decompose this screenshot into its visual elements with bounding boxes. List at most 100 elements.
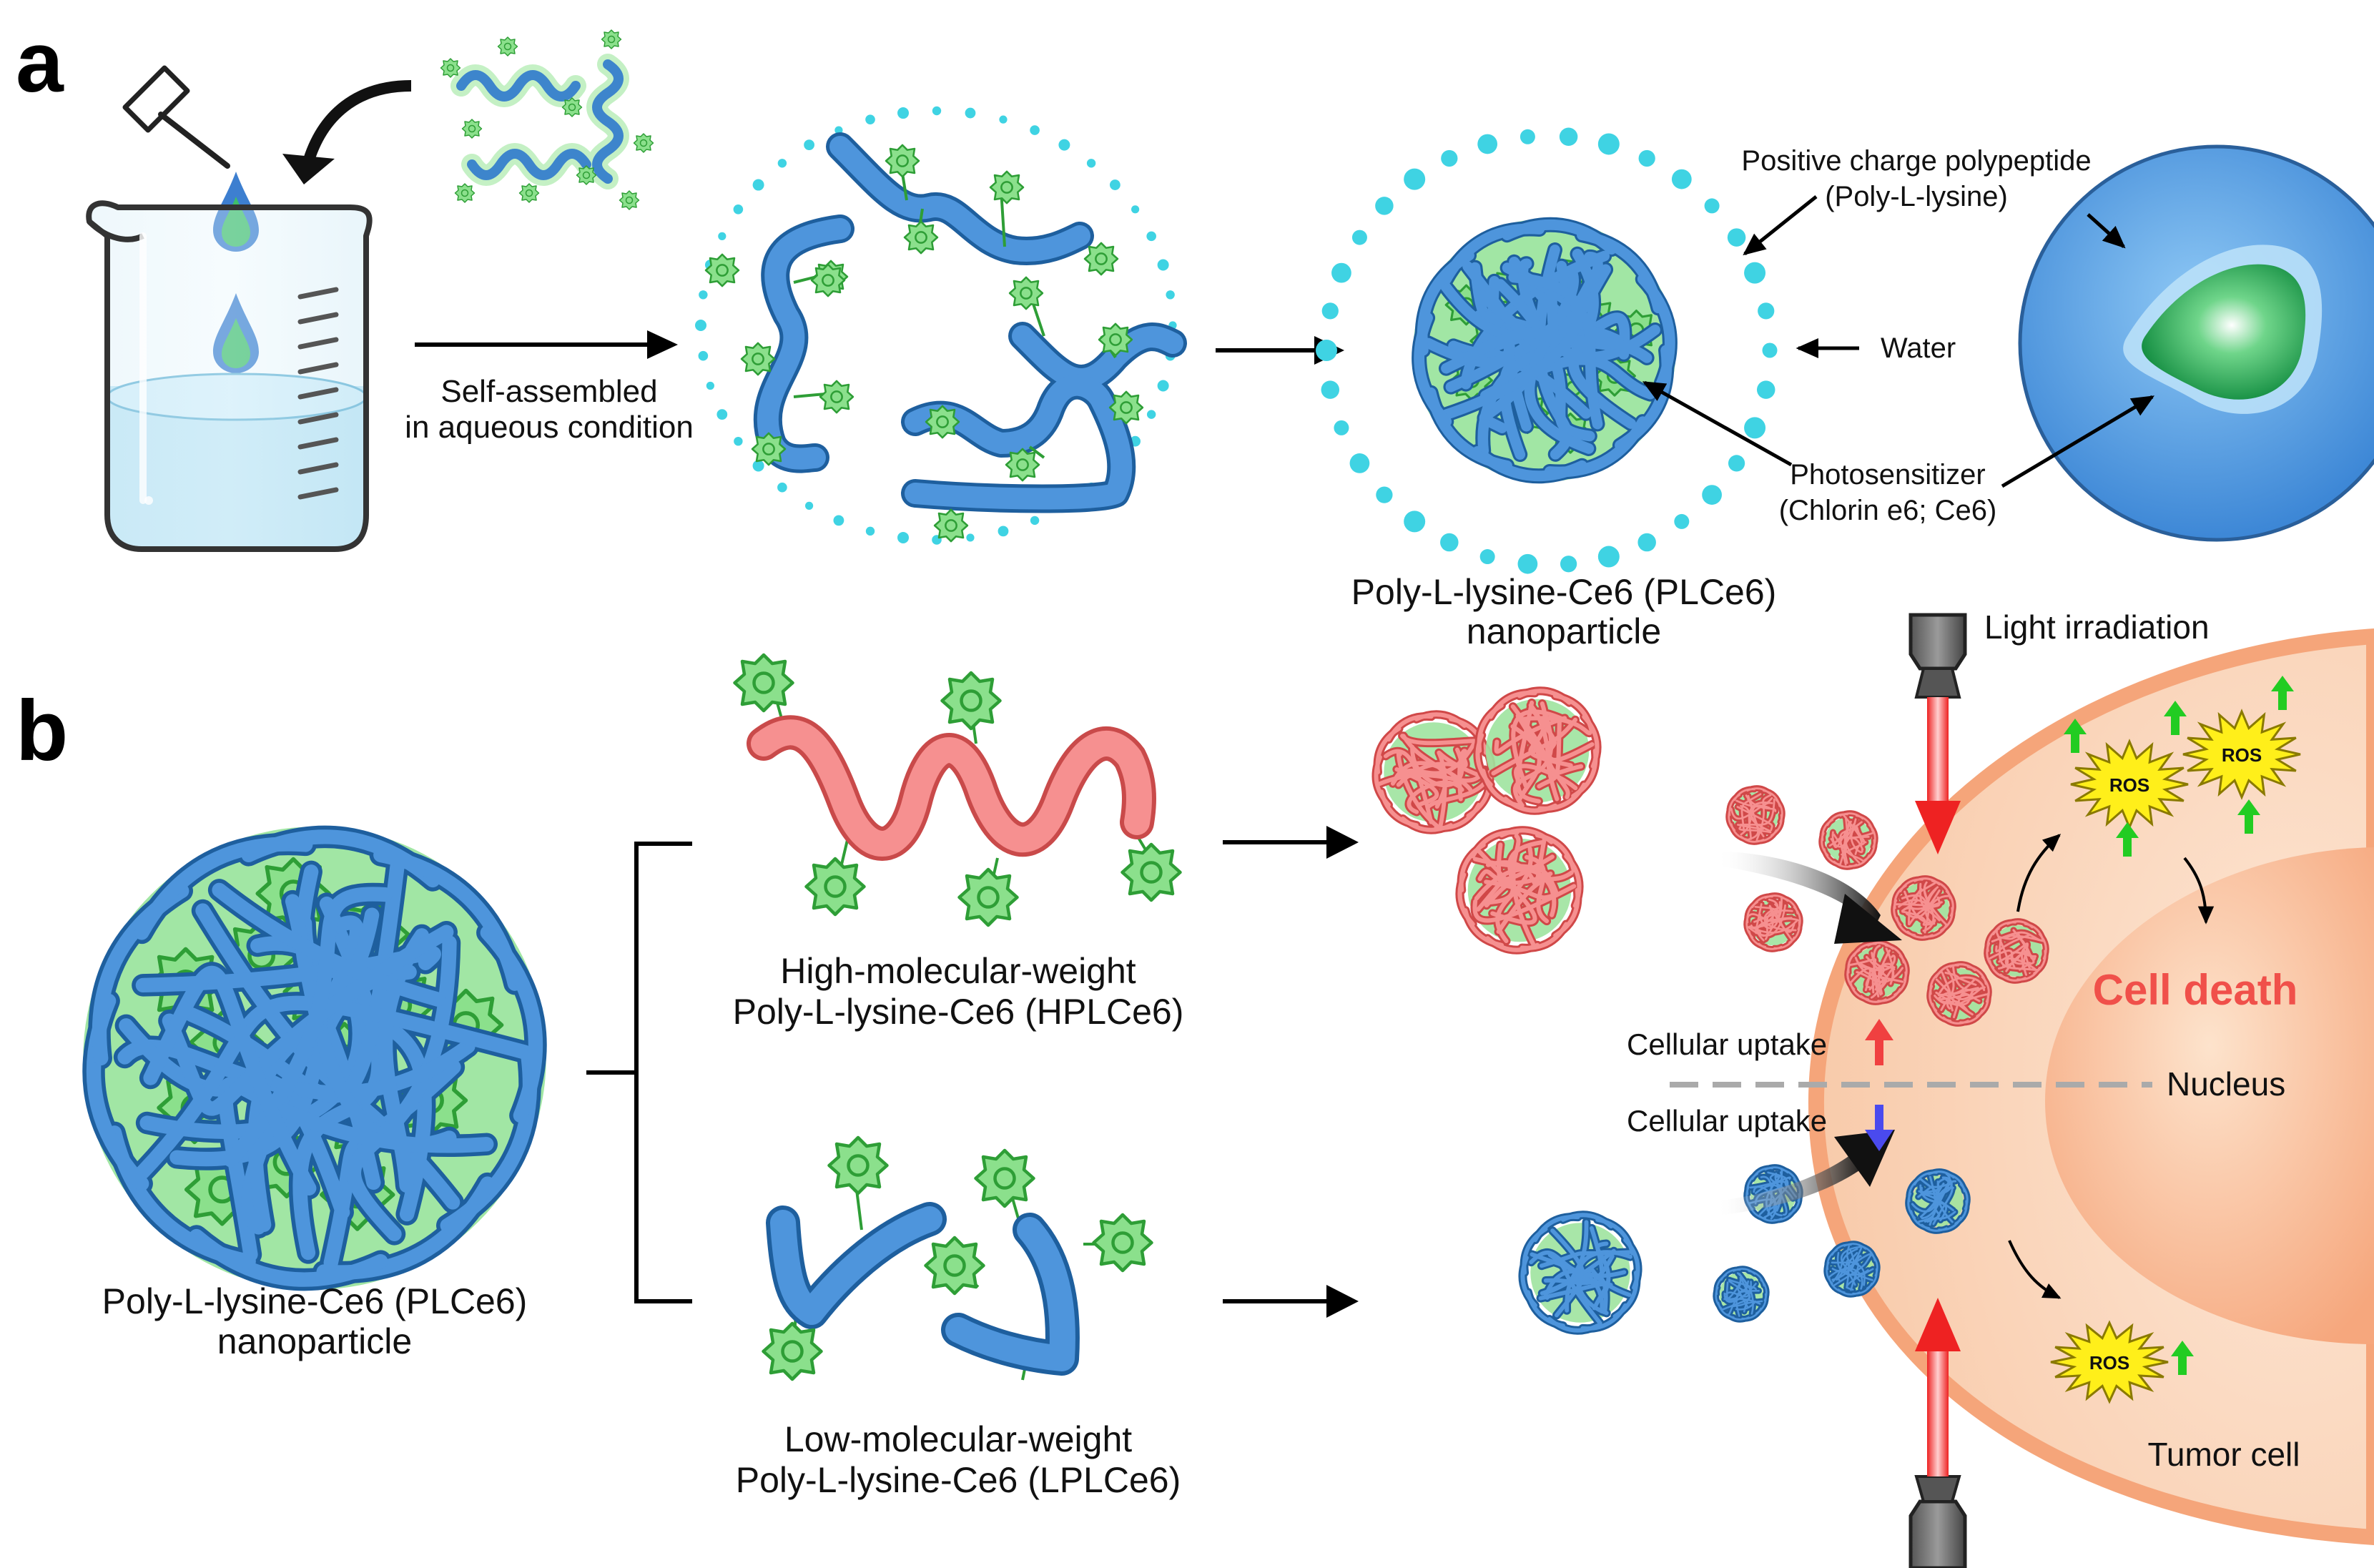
water-dot [897, 107, 910, 119]
polymer-strand-highlight [1760, 1278, 1768, 1302]
low-caption-line2: Poly-L-lysine-Ce6 (LPLCe6) [736, 1460, 1181, 1500]
water-dots-ring [695, 106, 1177, 545]
polymer-strand-highlight [1885, 947, 1894, 985]
polymer-strand-highlight [1940, 972, 1951, 1011]
polymer-strand-highlight [1495, 846, 1533, 944]
ros-increase-arrow [2123, 837, 2132, 857]
high-caption-line1: High-molecular-weight [780, 951, 1136, 991]
polymer-strand-highlight [1903, 901, 1943, 910]
uptake-down-arrow [1865, 1105, 1893, 1151]
schematic-nanoparticle-sphere [2018, 144, 2374, 542]
polymer-strand-highlight [1767, 1171, 1788, 1187]
nucleus-label: Nucleus [2167, 1065, 2285, 1103]
water-dot [1109, 179, 1120, 190]
water-dot [1404, 168, 1426, 190]
flow-arrow [2008, 1240, 2062, 1299]
pipette-icon [122, 65, 230, 169]
polymer-strand-highlight [1944, 972, 1977, 986]
hplce6-polymer [735, 655, 1181, 925]
ros-label: ROS [2222, 744, 2262, 766]
water-dot [1762, 342, 1778, 358]
nanoparticle [1818, 810, 1878, 870]
polymer-strand-highlight [1401, 734, 1448, 809]
light-source-top [1908, 613, 1967, 854]
polymer-strand-highlight [480, 925, 543, 1123]
water-dot [1744, 262, 1766, 284]
callout-water: Water [1881, 332, 1956, 364]
water-dot [706, 381, 714, 390]
water-dot [1321, 302, 1339, 320]
polymer-strand-highlight [1842, 836, 1870, 858]
polymer-strand-highlight [1564, 854, 1582, 908]
water-dot [698, 350, 709, 361]
water-dot [966, 533, 975, 542]
cell-nucleus [2045, 847, 2374, 1344]
callout-arrow-core [2001, 395, 2155, 488]
water-dot [1758, 302, 1775, 320]
polymer-strand-highlight [1865, 962, 1896, 989]
polymer-strand-highlight [1730, 802, 1770, 820]
polymer-strand-highlight [1934, 995, 1969, 1012]
water-dot [1030, 125, 1040, 135]
polymer-strand-highlight [223, 887, 393, 1168]
polymer-strand-highlight [1924, 886, 1939, 924]
polymer-strand-highlight [1748, 919, 1798, 934]
nanoparticle [1891, 875, 1956, 941]
water-dot [1157, 380, 1169, 392]
water-dot [1559, 127, 1578, 147]
ros-label: ROS [2109, 774, 2149, 796]
polymer-strand-highlight [1392, 740, 1477, 784]
polymer-strand-highlight [1514, 764, 1578, 791]
polymer-strand-highlight [1998, 935, 2043, 942]
water-dot [1597, 133, 1620, 155]
left-caption-line2: nanoparticle [217, 1321, 412, 1361]
polymer-strand-highlight [1485, 836, 1547, 887]
ros-label: ROS [2089, 1352, 2129, 1374]
ros-increase-arrowhead [2116, 822, 2139, 838]
nanoparticle [1371, 710, 1496, 834]
polymer-strand-highlight [1543, 1254, 1615, 1286]
water-dot [1517, 553, 1538, 574]
polymer-strand-highlight [2010, 951, 2037, 969]
particle-caption-line1: Poly-L-lysine-Ce6 (PLCe6) [1351, 572, 1777, 612]
polymer-strand-highlight [1921, 1180, 1957, 1220]
nanoparticle [1473, 686, 1602, 815]
nanoparticle [1926, 961, 1992, 1027]
water-dot [1157, 259, 1169, 271]
polymer-strand-highlight [1755, 903, 1763, 935]
polymer-strand-highlight [1998, 948, 2031, 971]
polymer-strand-highlight [1775, 799, 1783, 824]
tumor-cell-label: Tumor cell [2148, 1436, 2300, 1473]
lplce6-polymer [764, 1138, 1152, 1380]
process-label-line1: Self-assembled [440, 374, 657, 409]
water-dot [999, 115, 1008, 124]
water-dot [804, 139, 814, 151]
polymer-strand-highlight [1725, 1281, 1761, 1305]
water-dot [1671, 169, 1692, 189]
water-dot [695, 320, 706, 331]
cell-death-label: Cell death [2093, 966, 2298, 1014]
polymer-strand-highlight [1763, 907, 1797, 932]
polymer-strand-highlight [1906, 894, 1950, 919]
plce6-nanoparticle-a [1412, 217, 1678, 484]
polymer-strand-highlight [1472, 884, 1577, 923]
nanoparticle [1455, 826, 1584, 955]
polymer-strand-highlight [1953, 992, 1976, 1019]
water-dot [1349, 453, 1370, 473]
process-label-line2: in aqueous condition [405, 410, 694, 445]
polymer-strand-highlight [1828, 1268, 1863, 1290]
water-dot [1674, 513, 1690, 529]
water-dot [1477, 134, 1498, 154]
dispersed-polymers [704, 132, 1187, 543]
flow-arrow [2016, 834, 2062, 912]
polymer-strand-highlight [1833, 833, 1864, 862]
polymer-strand-highlight [1739, 798, 1775, 826]
polymer-strand-highlight [1831, 1249, 1855, 1273]
polymer-strand-highlight [1868, 952, 1885, 991]
polymer-strand-highlight [378, 928, 430, 1193]
water-dot [1440, 533, 1459, 552]
water-dot [733, 204, 744, 215]
water-dot [1316, 340, 1337, 361]
polymer-strand-highlight [1959, 1183, 1969, 1210]
water-dot [1376, 486, 1393, 503]
